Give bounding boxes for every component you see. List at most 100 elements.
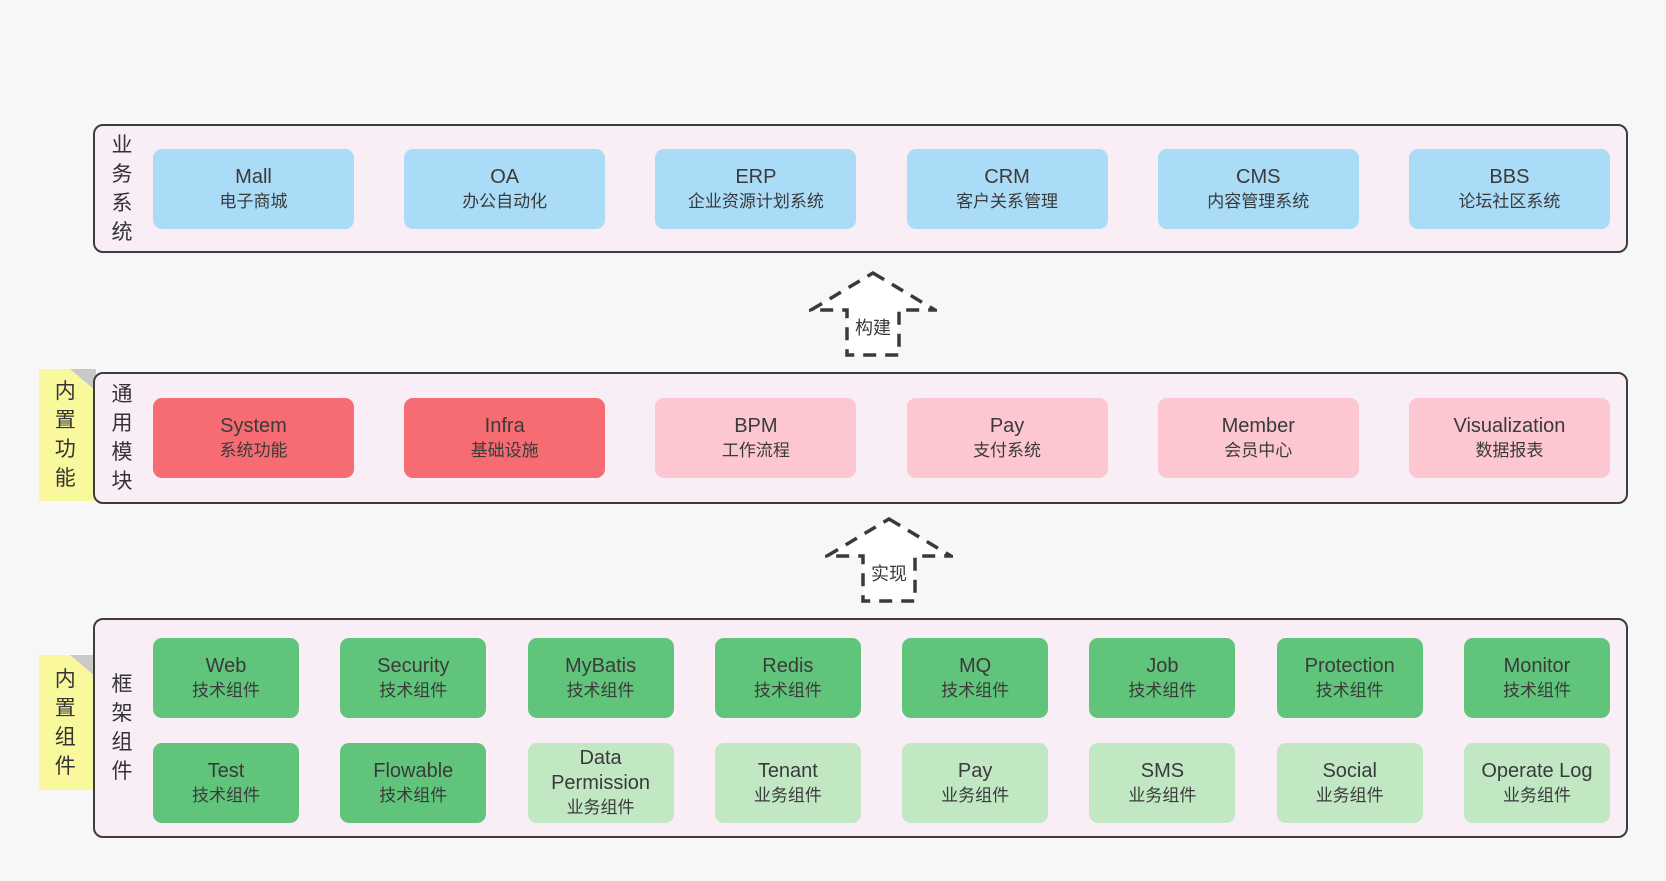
box-desc: 技术组件: [753, 680, 822, 700]
box-social: Social 业务组件: [1276, 743, 1423, 823]
box-protection: Protection 技术组件: [1276, 638, 1423, 718]
tab-label: 内置组件: [54, 667, 76, 778]
box-desc: 技术组件: [1502, 680, 1571, 700]
box-name: MyBatis: [565, 654, 637, 677]
box-tenant: Tenant 业务组件: [714, 743, 861, 823]
box-crm: CRM 客户关系管理: [906, 149, 1108, 229]
box-desc: 工作流程: [721, 440, 790, 460]
box-name: Security: [377, 654, 450, 677]
box-name: Operate Log: [1481, 759, 1593, 782]
box-desc: 办公自动化: [462, 191, 548, 211]
box-name: BBS: [1489, 165, 1530, 188]
business-box-row: Mall 电子商城 OA 办公自动化 ERP 企业资源计划系统 CRM 客户关系…: [153, 149, 1610, 229]
box-desc: 技术组件: [566, 680, 635, 700]
box-desc: 技术组件: [379, 785, 448, 805]
tab-label: 内置功能: [54, 380, 76, 490]
arrow-label: 实现: [871, 564, 907, 584]
box-job: Job 技术组件: [1089, 638, 1236, 718]
biz-component-row: Test 技术组件 Flowable 技术组件 Data Permission …: [153, 743, 1610, 823]
box-desc: 业务组件: [1128, 785, 1197, 805]
box-name: CRM: [984, 165, 1030, 188]
box-desc: 业务组件: [566, 798, 635, 817]
box-web: Web 技术组件: [153, 638, 299, 718]
box-bbs: BBS 论坛社区系统: [1408, 149, 1610, 229]
box-desc: 支付系统: [973, 440, 1042, 460]
box-data-permission: Data Permission 业务组件: [527, 743, 674, 823]
box-operate-log: Operate Log 业务组件: [1463, 743, 1610, 823]
implement-arrow: 实现: [825, 516, 953, 604]
box-desc: 业务组件: [941, 785, 1010, 805]
box-security: Security 技术组件: [340, 638, 487, 718]
band-business-systems: 业务系统 Mall 电子商城 OA 办公自动化 ERP 企业资源计划系统 CRM…: [93, 124, 1628, 253]
box-desc: 业务组件: [1315, 785, 1384, 805]
box-test: Test 技术组件: [153, 743, 299, 823]
arrow-label: 构建: [855, 318, 891, 338]
tab-built-in-features: 内置功能: [39, 369, 96, 501]
box-desc: 业务组件: [753, 785, 822, 805]
box-desc: 技术组件: [941, 680, 1010, 700]
box-pay: Pay 支付系统: [906, 398, 1108, 478]
up-arrow-icon: 构建: [809, 270, 937, 357]
build-arrow: 构建: [809, 270, 937, 358]
box-mall: Mall 电子商城: [153, 149, 354, 229]
box-name: Infra: [484, 414, 525, 437]
box-desc: 论坛社区系统: [1458, 191, 1561, 211]
box-visualization: Visualization 数据报表: [1408, 398, 1610, 478]
box-mq: MQ 技术组件: [902, 638, 1049, 718]
box-member: Member 会员中心: [1157, 398, 1359, 478]
up-arrow-icon: 实现: [825, 516, 953, 603]
box-cms: CMS 内容管理系统: [1157, 149, 1359, 229]
arrow-label-bg: [865, 558, 913, 590]
box-desc: 技术组件: [379, 680, 448, 700]
box-oa: OA 办公自动化: [404, 149, 606, 229]
box-name: Pay: [957, 759, 993, 782]
band-common-modules: 通用模块 System 系统功能 Infra 基础设施 BPM 工作流程 Pay…: [93, 372, 1628, 504]
box-pay-component: Pay 业务组件: [902, 743, 1049, 823]
box-name: SMS: [1140, 759, 1185, 782]
box-name: Social: [1322, 759, 1377, 782]
box-desc: 技术组件: [192, 680, 260, 700]
module-box-row: System 系统功能 Infra 基础设施 BPM 工作流程 Pay 支付系统…: [153, 398, 1610, 478]
box-name: Test: [207, 759, 245, 782]
box-name: System: [220, 414, 287, 437]
band-label: 框架组件: [111, 673, 133, 783]
box-desc: 技术组件: [192, 785, 260, 805]
tab-built-in-components: 内置组件: [39, 655, 96, 790]
box-bpm: BPM 工作流程: [655, 398, 857, 478]
box-mybatis: MyBatis 技术组件: [527, 638, 674, 718]
box-flowable: Flowable 技术组件: [340, 743, 487, 823]
box-name: Job: [1146, 654, 1179, 677]
box-name: MQ: [959, 654, 992, 677]
box-name: Monitor: [1503, 654, 1571, 677]
box-name: Visualization: [1453, 414, 1566, 437]
box-name: Pay: [989, 414, 1025, 437]
box-name: Flowable: [373, 759, 454, 782]
box-desc: 企业资源计划系统: [687, 191, 824, 211]
box-name: Protection: [1304, 654, 1395, 677]
band-framework-components: 框架组件 Web 技术组件 Security 技术组件 MyBatis 技术组件…: [93, 618, 1628, 838]
box-desc: 业务组件: [1502, 785, 1571, 805]
box-name: Web: [205, 654, 247, 677]
box-name: ERP: [735, 165, 777, 188]
box-desc: 电子商城: [219, 191, 288, 211]
tech-component-row: Web 技术组件 Security 技术组件 MyBatis 技术组件 Redi…: [153, 638, 1610, 718]
box-name: BPM: [734, 414, 778, 437]
box-desc: 技术组件: [1128, 680, 1197, 700]
box-name: CMS: [1236, 165, 1281, 188]
box-desc: 数据报表: [1475, 440, 1544, 460]
box-name: Tenant: [757, 759, 818, 782]
box-desc: 客户关系管理: [956, 191, 1059, 211]
box-name: Redis: [762, 654, 814, 677]
box-redis: Redis 技术组件: [714, 638, 861, 718]
box-sms: SMS 业务组件: [1089, 743, 1236, 823]
box-system: System 系统功能: [153, 398, 354, 478]
box-name: Mall: [235, 165, 272, 188]
box-desc: 会员中心: [1224, 440, 1293, 460]
band-label: 通用模块: [111, 383, 133, 493]
box-desc: 系统功能: [219, 440, 288, 460]
box-name: OA: [490, 165, 520, 188]
box-desc: 技术组件: [1315, 680, 1384, 700]
box-name: Member: [1221, 414, 1295, 437]
box-infra: Infra 基础设施: [404, 398, 606, 478]
box-erp: ERP 企业资源计划系统: [655, 149, 857, 229]
